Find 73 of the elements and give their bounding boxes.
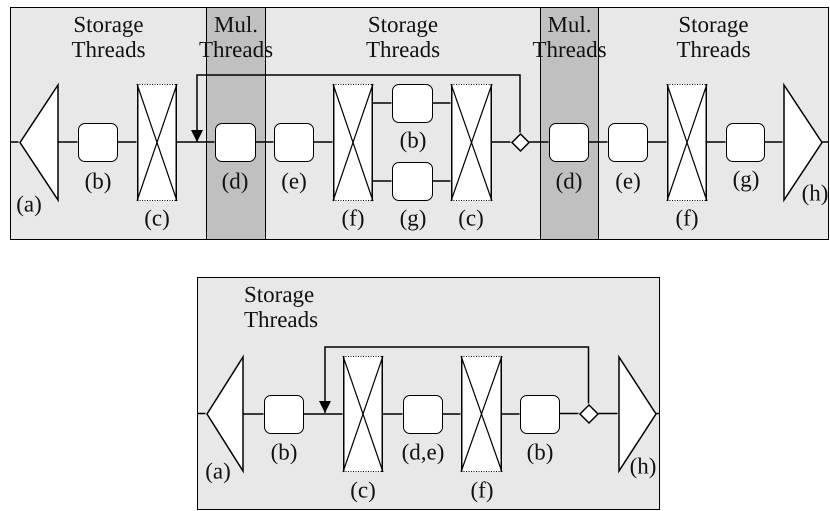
crossed-box [450,84,492,200]
lane-title: Storage Threads [676,12,751,62]
letter-label: (e) [281,170,307,192]
connector-line [256,141,274,143]
lane-band [197,277,660,510]
connector-line [244,413,264,415]
connector-line [822,141,829,143]
connector-line [372,102,392,104]
connector-line [648,141,666,143]
arrow [319,346,590,413]
connector-line [314,141,332,143]
connector-line [197,412,206,414]
connector-line [432,180,450,182]
task-box [274,122,314,162]
crossed-box [332,84,372,200]
connector-line [304,413,342,415]
letter-label: (g) [732,168,760,190]
letter-label: (h) [630,454,656,478]
connector-line [176,141,214,143]
letter-label: (h) [802,182,828,204]
task-box [392,162,432,200]
connector-line [372,180,392,182]
task-box [402,394,442,434]
task-box [520,394,560,434]
letter-label: (f) [676,206,698,230]
letter-label: (c) [458,206,484,230]
letter-label: (a) [16,192,42,216]
letter-label: (d) [556,170,582,192]
letter-label: (b) [526,440,554,464]
crossed-box [136,84,176,200]
crossed-box [342,356,382,472]
connector-line [588,141,608,143]
letter-label: (b) [270,440,298,464]
connector-line [502,413,520,415]
task-box [214,122,256,162]
letter-label: (c) [144,206,170,230]
arrow [191,74,521,142]
task-box [78,122,118,162]
lane-title: Storage Threads [366,12,440,62]
connector-line [432,102,450,104]
task-box [392,84,432,122]
decision-diamond [510,132,530,152]
letter-label: (c) [350,478,376,502]
crossed-box [666,84,706,200]
letter-label: (g) [400,206,426,230]
letter-label: (e) [615,170,641,192]
connector-line [764,141,782,143]
letter-label: (d,e) [402,440,444,464]
task-box [264,394,304,434]
connector-line [58,141,78,143]
connector-line [706,141,726,143]
connector-line [10,141,18,143]
connector-line [442,413,460,415]
letter-label: (a) [205,460,231,482]
connector-line [492,141,510,143]
connector-line [118,141,136,143]
letter-label: (f) [470,478,494,502]
task-box [608,122,648,162]
connector-line [382,413,402,415]
letter-label: (b) [400,128,426,152]
lane-title: Storage Threads [244,282,318,332]
connector-line [598,412,618,414]
letter-label: (b) [84,170,112,192]
lane-title: Storage Threads [71,12,146,62]
connector-line [656,412,660,414]
letter-label: (f) [342,206,364,230]
connector-line [530,141,548,143]
decision-diamond [578,404,598,424]
task-box [548,122,588,162]
connector-line [560,412,578,414]
letter-label: (d) [222,170,248,192]
crossed-box [460,356,502,472]
task-box [726,122,764,162]
